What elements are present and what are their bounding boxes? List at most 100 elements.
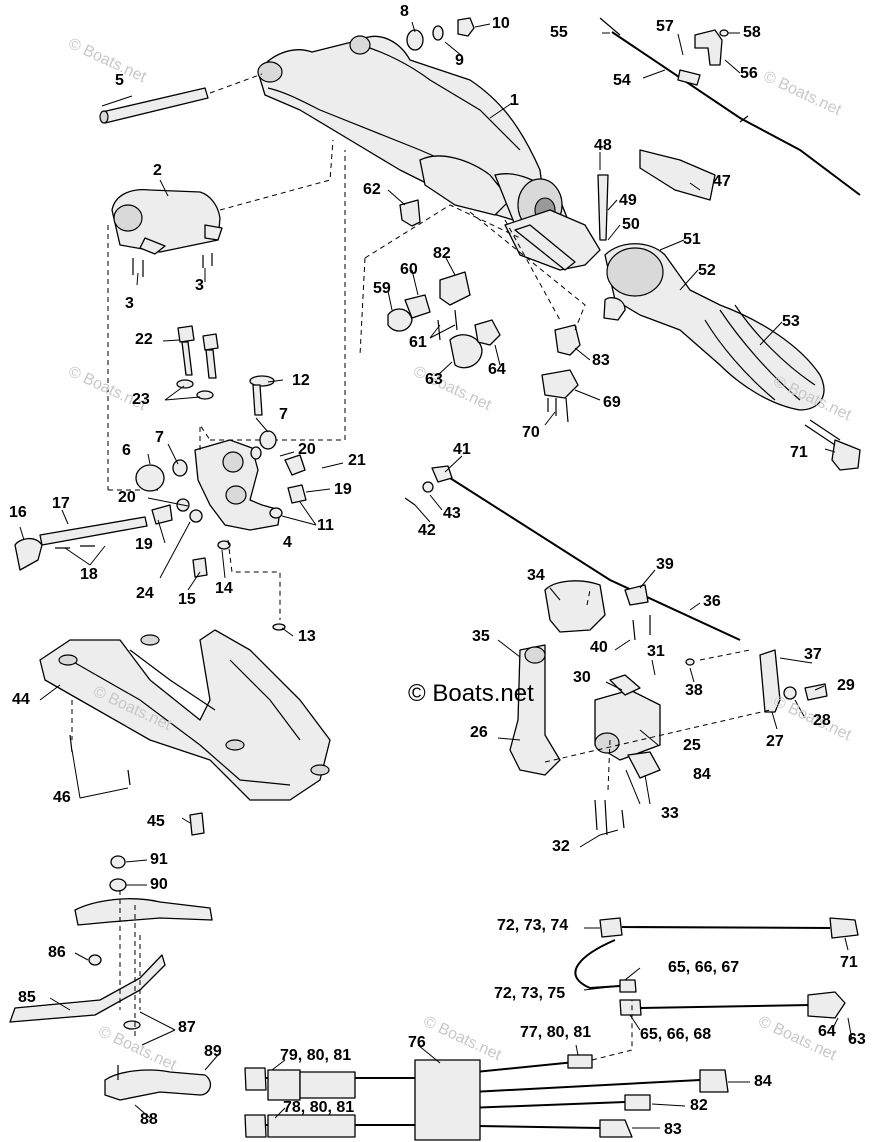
callout-label: 60 [400, 261, 418, 278]
callout-label: 6 [122, 442, 131, 459]
callout-label: 7 [279, 406, 288, 423]
callout-label: 62 [363, 181, 381, 198]
callout-label: 82 [433, 245, 451, 262]
leader-lines [19, 21, 853, 1129]
callout-label: 72, 73, 75 [494, 985, 566, 1002]
callout-label: 15 [178, 591, 196, 608]
callout-label: 12 [292, 372, 310, 389]
callout-label: 41 [453, 441, 471, 458]
callout-label: 14 [215, 580, 233, 597]
callout-label: 65, 66, 68 [640, 1026, 712, 1043]
callout-label: 29 [837, 677, 855, 694]
callout-label: 5 [115, 72, 124, 89]
callout-label: 45 [147, 813, 165, 830]
callout-label: 55 [550, 24, 568, 41]
callout-label: 42 [418, 522, 436, 539]
mount-bracket [9, 855, 213, 1101]
callout-label: 78, 80, 81 [283, 1099, 355, 1116]
callout-label: 51 [683, 231, 701, 248]
callout-label: 40 [590, 639, 608, 656]
callout-label: 83 [592, 352, 610, 369]
callout-label: 70 [522, 424, 540, 441]
callout-label: 8 [400, 3, 409, 20]
pivot-pin [99, 87, 209, 124]
callout-label: 23 [132, 391, 150, 408]
callout-label: 71 [790, 444, 808, 461]
callout-label: 82 [690, 1097, 708, 1114]
callout-label: 53 [782, 313, 800, 330]
callout-label: 37 [804, 646, 822, 663]
callout-label: 83 [664, 1121, 682, 1138]
callout-label: 91 [150, 851, 168, 868]
wiring-harness [244, 917, 859, 1141]
callout-label: 87 [178, 1019, 196, 1036]
callout-label: 3 [125, 295, 134, 312]
callout-label: 46 [53, 789, 71, 806]
callout-label: 35 [472, 628, 490, 645]
callout-label: 52 [698, 262, 716, 279]
callout-label: 33 [661, 805, 679, 822]
bracket-cover [111, 189, 223, 255]
bolts [176, 325, 219, 400]
callout-label: 13 [298, 628, 316, 645]
callout-label: 63 [425, 371, 443, 388]
callout-label: 84 [693, 766, 711, 783]
callout-label: 48 [594, 137, 612, 154]
callout-label: 20 [118, 489, 136, 506]
callout-label: 50 [622, 216, 640, 233]
callout-label: 86 [48, 944, 66, 961]
callout-label: 25 [683, 737, 701, 754]
callout-label: 34 [527, 567, 545, 584]
callout-label: 4 [283, 534, 292, 551]
callout-label: 1 [510, 92, 519, 109]
callout-label: 17 [52, 495, 70, 512]
callout-label: 36 [703, 593, 721, 610]
callout-label: 22 [135, 331, 153, 348]
callout-label: 30 [573, 669, 591, 686]
callout-label: 28 [813, 712, 831, 729]
callout-label: 59 [373, 280, 391, 297]
callout-label: 61 [409, 334, 427, 351]
callout-label: 63 [848, 1031, 866, 1048]
callout-label: 69 [603, 394, 621, 411]
callout-label: 76 [408, 1034, 426, 1051]
callout-label: 72, 73, 74 [497, 917, 569, 934]
callout-label: 18 [80, 566, 98, 583]
callout-label: 84 [754, 1073, 772, 1090]
callout-label: 21 [348, 452, 366, 469]
callout-label: 44 [12, 691, 30, 708]
callout-label: 85 [18, 989, 36, 1006]
callout-label: 20 [298, 441, 316, 458]
callout-label: 47 [713, 173, 731, 190]
callout-label: 56 [740, 65, 758, 82]
callout-label: 19 [334, 481, 352, 498]
watermark-center: © Boats.net [408, 680, 534, 707]
base-plate [39, 629, 331, 801]
callout-label: 65, 66, 67 [668, 959, 740, 976]
switch-parts [387, 199, 581, 423]
callout-label: 39 [656, 556, 674, 573]
callout-label: 3 [195, 277, 204, 294]
callout-label: 64 [488, 361, 506, 378]
callout-label: 24 [136, 585, 154, 602]
callout-label: 90 [150, 876, 168, 893]
callout-label: 27 [766, 733, 784, 750]
callout-label: 77, 80, 81 [520, 1024, 592, 1041]
callout-label: 64 [818, 1023, 836, 1040]
callout-label: 89 [204, 1043, 222, 1060]
callout-label: 11 [317, 517, 334, 534]
callout-label: 7 [155, 429, 164, 446]
callout-label: 16 [9, 504, 27, 521]
tiller-handle [504, 149, 825, 411]
callout-label: 2 [153, 162, 162, 179]
washer-stack [406, 17, 475, 51]
callout-label: 57 [656, 18, 674, 35]
callout-label: 54 [613, 72, 631, 89]
callout-label: 43 [443, 505, 461, 522]
throttle-assembly [404, 465, 828, 836]
shift-shaft [14, 516, 148, 571]
callout-label: 10 [492, 15, 510, 32]
callout-label: 26 [470, 724, 488, 741]
